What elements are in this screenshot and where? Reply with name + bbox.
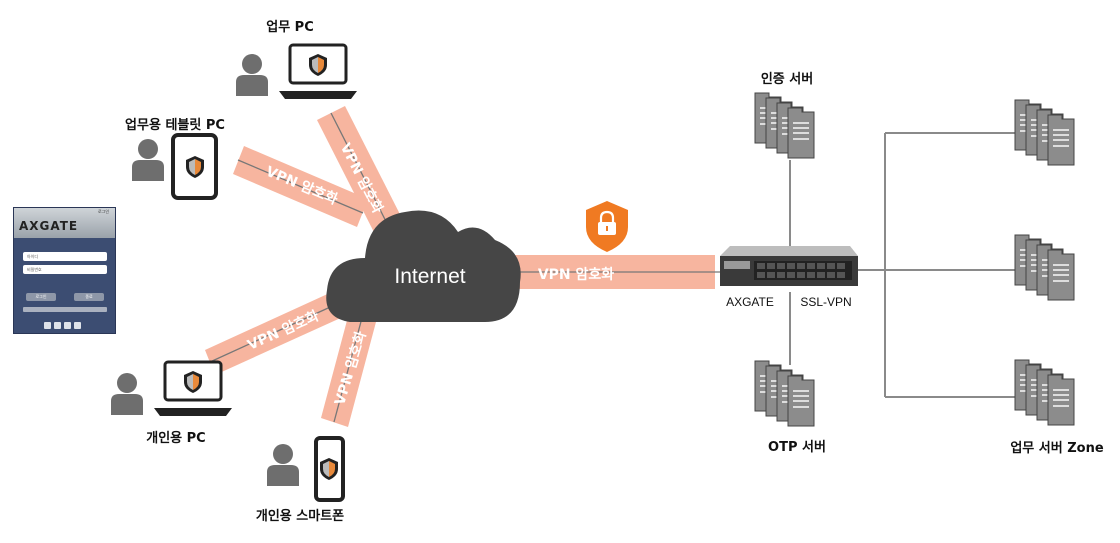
- work-tablet-label: 업무용 테블릿 PC: [125, 117, 225, 133]
- server-stack-icon: [1015, 235, 1074, 300]
- axgate-label: AXGATE: [726, 295, 774, 309]
- laptop-icon: [279, 43, 357, 99]
- status-bar: [23, 307, 107, 312]
- personal-pc-node: 개인용 PC: [111, 360, 232, 446]
- vpn-band-gateway: VPN 암호화: [505, 255, 720, 289]
- auth-server-label: 인증 서버: [761, 71, 813, 87]
- id-input[interactable]: 아이디: [23, 252, 107, 261]
- work-server-zone-label: 업무 서버 Zone: [1010, 440, 1104, 456]
- work-pc-node: 업무 PC: [236, 20, 357, 99]
- person-icon: [111, 373, 143, 415]
- server-stack-icon: [755, 93, 814, 158]
- panel-icon[interactable]: [44, 322, 51, 329]
- panel-icon[interactable]: [74, 322, 81, 329]
- smartphone-icon: [314, 436, 345, 502]
- person-icon: [132, 139, 164, 181]
- person-icon: [267, 444, 299, 486]
- smartphone-node: 개인용 스마트폰: [256, 436, 345, 524]
- login-top-link[interactable]: 로그인: [97, 209, 109, 214]
- login-client-panel: 로그인 AXGATE 아이디 비밀번호 로그인 종료: [13, 207, 116, 334]
- personal-pc-label: 개인용 PC: [146, 430, 205, 446]
- server-stack-icon: [1015, 100, 1074, 165]
- lock-shield-icon: [586, 201, 628, 252]
- server-stack-icon: [1015, 360, 1074, 425]
- appliance-icon: [720, 246, 858, 286]
- tablet-icon: [171, 133, 218, 200]
- server-links: [789, 132, 1015, 398]
- work-pc-label: 업무 PC: [266, 20, 314, 35]
- person-icon: [236, 54, 268, 96]
- ssl-vpn-label: SSL-VPN: [800, 295, 851, 309]
- panel-icon[interactable]: [54, 322, 61, 329]
- internet-label: Internet: [394, 265, 465, 288]
- exit-button[interactable]: 종료: [74, 293, 104, 301]
- login-panel-header: 로그인 AXGATE: [14, 208, 115, 238]
- axgate-logo: AXGATE: [19, 219, 79, 233]
- otp-server-label: OTP 서버: [768, 439, 826, 455]
- work-tablet-node: 업무용 테블릿 PC: [125, 117, 225, 200]
- password-input[interactable]: 비밀번호: [23, 265, 107, 274]
- laptop-icon: [154, 360, 232, 416]
- smartphone-label: 개인용 스마트폰: [256, 508, 344, 524]
- vpn-label-gateway: VPN 암호화: [538, 266, 614, 283]
- cloud-icon: Internet: [326, 210, 521, 322]
- login-button[interactable]: 로그인: [26, 293, 56, 301]
- server-stack-icon: [755, 361, 814, 426]
- panel-icon[interactable]: [64, 322, 71, 329]
